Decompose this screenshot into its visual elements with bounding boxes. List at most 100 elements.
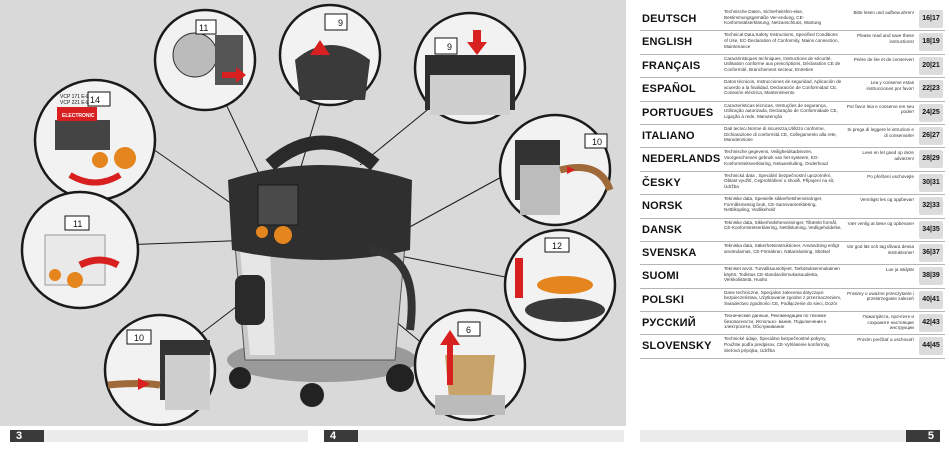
page-number-left: 3 <box>10 430 44 442</box>
language-row[interactable]: SLOVENSKY Technické údaje, Špeciálne bezp… <box>640 335 945 359</box>
model-label: VCP 221 E-L <box>60 100 89 106</box>
read-instructions-note: Vennligst les og oppbevar! <box>860 197 914 203</box>
callout-5: 10 <box>498 113 614 227</box>
page-range[interactable]: 26|27 <box>919 126 943 145</box>
page-range[interactable]: 38|39 <box>919 267 943 286</box>
footer-bar-middle <box>324 430 624 442</box>
language-name[interactable]: SUOMI <box>642 270 680 283</box>
language-name[interactable]: РУССКИЙ <box>642 317 696 330</box>
callout-2: 9 <box>278 3 382 107</box>
language-row[interactable]: PORTUGUES Características técnicas, Instr… <box>640 102 945 125</box>
language-row[interactable]: NORSK Tekniske data, Spesielle sikkerhets… <box>640 195 945 219</box>
language-contents: Technische Daten, Sicherheitshin-eise, B… <box>724 9 822 26</box>
page-number-middle: 4 <box>324 430 358 442</box>
language-name[interactable]: FRANÇAIS <box>642 59 701 72</box>
language-name[interactable]: DANSK <box>642 223 683 236</box>
callout-number: 11 <box>73 219 82 229</box>
callout-number: 11 <box>199 23 208 33</box>
page-range[interactable]: 36|37 <box>919 243 943 262</box>
language-row[interactable]: FRANÇAIS Caractéristiques techniques, Ins… <box>640 55 945 79</box>
page-range[interactable]: 16|17 <box>919 10 943 28</box>
language-row[interactable]: SVENSKA Tekniska data, Säkerhetsinstrukti… <box>640 242 945 266</box>
page-range[interactable]: 28|29 <box>919 150 943 169</box>
callout-9: 6 <box>413 308 527 422</box>
language-name[interactable]: PORTUGUES <box>642 106 714 119</box>
page-range[interactable]: 34|35 <box>919 220 943 239</box>
language-contents: Technische gegevens, Veiligheidsadviezen… <box>724 149 828 166</box>
language-row[interactable]: РУССКИЙ Технические данные, Рекомендации … <box>640 312 945 336</box>
callout-number: 10 <box>134 333 144 343</box>
language-contents: Технические данные, Рекомендации по техн… <box>724 313 827 330</box>
read-instructions-note: Lees en let goed op deze adviezen! <box>862 150 914 161</box>
page-range[interactable]: 32|33 <box>919 197 943 216</box>
read-instructions-note: Var god läs och tag tillvara dessa instr… <box>846 243 914 255</box>
read-instructions-note: Si prega di leggere le istruzioni e di c… <box>847 126 914 138</box>
language-row[interactable]: POLSKI Dane techniczne, Specjalne zalecen… <box>640 289 945 313</box>
callout-number: 10 <box>592 137 602 147</box>
language-contents: Tekniset arvot, Turvallisuusohjeet, Tark… <box>724 266 840 283</box>
brand-label: ELECTRONIC <box>62 113 95 119</box>
model-label: VCP 171 E-L <box>60 94 89 100</box>
page-number-right: 5 <box>906 430 940 442</box>
language-contents: Dane techniczne, Specjalne zalecenia dot… <box>724 289 842 306</box>
callout-3: 9 <box>413 11 527 125</box>
language-contents: Tekniske data, Sikkerhedshenvisninger, T… <box>724 219 842 231</box>
language-name[interactable]: ITALIANO <box>642 129 695 142</box>
language-name[interactable]: ESPAÑOL <box>642 83 696 96</box>
language-contents: Tekniske data, Spesielle sikkerhetshenvi… <box>724 196 823 213</box>
language-name[interactable]: NORSK <box>642 200 683 213</box>
language-row[interactable]: DANSK Tekniske data, Sikkerhedshenvisning… <box>640 219 945 242</box>
language-row[interactable]: DEUTSCH Technische Daten, Sicherheitshin-… <box>640 8 945 32</box>
read-instructions-note: Lue ja säilytä! <box>885 267 914 273</box>
language-contents: Caractéristiques techniques, Instruction… <box>724 55 841 72</box>
language-row[interactable]: ČESKY Technická data , Speciální bezpečno… <box>640 172 945 196</box>
read-instructions-note: Po přečtení uschovejte <box>867 173 914 179</box>
read-instructions-note: Por favor leia e conserve em seu poder! <box>846 103 914 115</box>
page-range[interactable]: 40|41 <box>919 290 943 309</box>
read-instructions-note: Prosím prečítať a uschovať! <box>857 337 914 343</box>
callout-number: 6 <box>466 325 471 335</box>
language-name[interactable]: ČESKY <box>642 176 681 189</box>
language-name[interactable]: DEUTSCH <box>642 13 697 25</box>
page-range[interactable]: 18|19 <box>919 33 943 52</box>
language-contents: Technical Data,Safety Instructions, Spec… <box>724 32 839 49</box>
read-instructions-note: Prosimy o uważne przeczytanie i przestrz… <box>847 290 914 302</box>
language-name[interactable]: ENGLISH <box>642 36 693 49</box>
callout-number: 12 <box>552 241 562 251</box>
read-instructions-note: Пожалуйста, прочтите и сохраните настоящ… <box>862 314 914 331</box>
page-range[interactable]: 22|23 <box>919 80 943 99</box>
vacuum-cleaner-illustration: 11 9 9 14 VCP 171 E-L VCP <box>20 3 617 426</box>
read-instructions-note: Lea y conserve estas instrucciones por f… <box>866 80 915 91</box>
language-contents: Características técnicas, Instruções de … <box>724 102 838 119</box>
footer-bar-right <box>640 430 940 442</box>
language-row[interactable]: SUOMI Tekniset arvot, Turvallisuusohjeet,… <box>640 265 945 289</box>
callout-1: 11 <box>153 8 257 112</box>
callout-6: 11 <box>20 190 140 310</box>
callout-4: 14 VCP 171 E-L VCP 221 E-L ELECTRONIC <box>33 78 157 202</box>
page-range[interactable]: 42|43 <box>919 314 943 333</box>
callout-7: 12 <box>503 228 617 342</box>
read-instructions-note: Please read and save these instructions! <box>857 33 914 44</box>
page-range[interactable]: 24|25 <box>919 103 943 122</box>
language-row[interactable]: ENGLISH Technical Data,Safety Instruction… <box>640 31 945 55</box>
language-name[interactable]: POLSKI <box>642 293 685 306</box>
callout-8: 10 <box>103 313 217 426</box>
language-name[interactable]: NEDERLANDS <box>642 153 721 166</box>
read-instructions-note: Vær venlig at læse og opbevare! <box>847 220 914 226</box>
page-range[interactable]: 30|31 <box>919 173 943 192</box>
vacuum-body <box>227 135 417 407</box>
language-contents: Tekniska data, Säkerhetsinstruktioner, A… <box>724 242 839 254</box>
page-range[interactable]: 44|45 <box>919 337 943 356</box>
language-contents: Technická data , Speciální bezpečnostní … <box>724 172 835 189</box>
language-contents: Technické údaje, Špeciálne bezpečnostné … <box>724 336 831 353</box>
language-name[interactable]: SVENSKA <box>642 246 697 259</box>
language-name[interactable]: SLOVENSKY <box>642 340 712 353</box>
read-instructions-note: Prière de lire et de conserver! <box>853 56 914 62</box>
footer-bar-left <box>10 430 308 442</box>
callout-number: 14 <box>90 95 100 105</box>
page-range[interactable]: 20|21 <box>919 56 943 75</box>
